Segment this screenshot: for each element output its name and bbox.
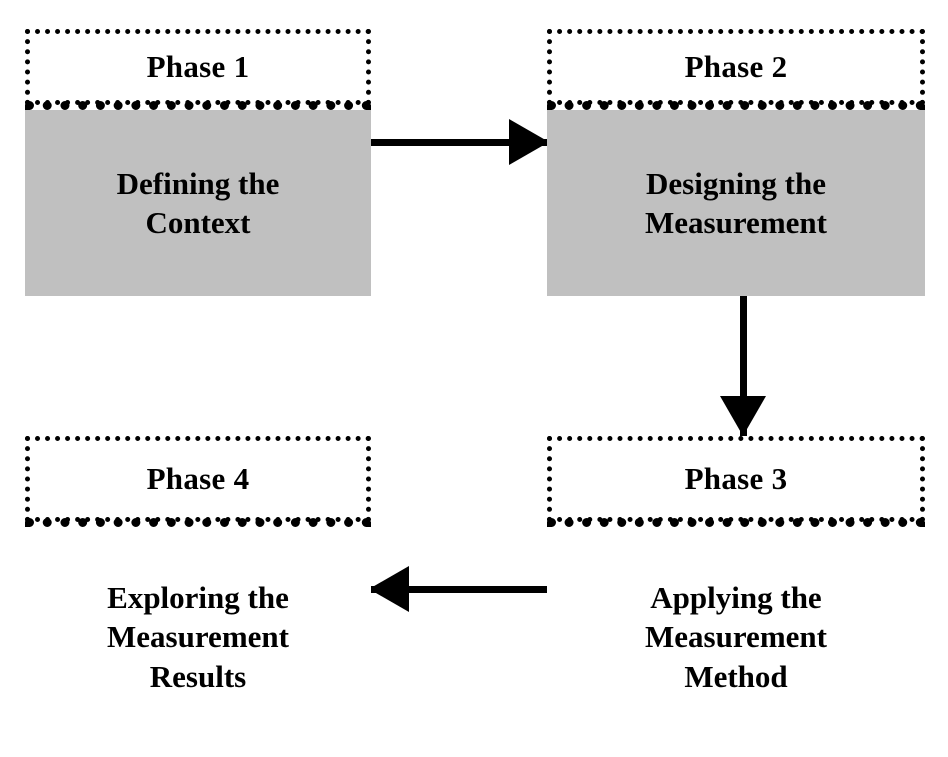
phase-4-header: Phase 4 xyxy=(25,436,371,522)
connector-line xyxy=(369,586,551,593)
phase-2-header: Phase 2 xyxy=(547,29,925,105)
connector-line xyxy=(371,139,551,146)
phase-2-divider xyxy=(547,101,925,110)
phase-4-body: Exploring the Measurement Results xyxy=(25,527,371,747)
phase-2-body-label: Designing the Measurement xyxy=(645,165,827,240)
phase-1-divider xyxy=(25,101,371,110)
phase-1-body-label: Defining the Context xyxy=(116,165,280,240)
phase-4-divider xyxy=(25,518,371,527)
phase-4-body-label: Exploring the Measurement Results xyxy=(107,580,289,694)
phase-1-body: Defining the Context xyxy=(25,110,371,296)
phase-1-header-label: Phase 1 xyxy=(146,48,250,84)
arrow-left-icon xyxy=(369,566,409,612)
phase-4-header-label: Phase 4 xyxy=(146,460,250,496)
phase-1-header: Phase 1 xyxy=(25,29,371,105)
phase-node-4[interactable]: Phase 4 Exploring the Measurement Result… xyxy=(25,436,371,747)
arrow-down-icon xyxy=(720,396,766,436)
phase-3-body-label: Applying the Measurement Method xyxy=(645,580,827,694)
phase-3-header-label: Phase 3 xyxy=(684,460,788,496)
phase-2-header-label: Phase 2 xyxy=(684,48,788,84)
phase-node-3[interactable]: Phase 3 Applying the Measurement Method xyxy=(547,436,925,747)
phase-node-1[interactable]: Phase 1 Defining the Context xyxy=(25,29,371,296)
phase-3-divider xyxy=(547,518,925,527)
phase-node-2[interactable]: Phase 2 Designing the Measurement xyxy=(547,29,925,296)
phase-3-header: Phase 3 xyxy=(547,436,925,522)
connector-line xyxy=(740,292,747,440)
phase-3-body: Applying the Measurement Method xyxy=(547,527,925,747)
arrow-right-icon xyxy=(509,119,549,165)
phase-2-body: Designing the Measurement xyxy=(547,110,925,296)
